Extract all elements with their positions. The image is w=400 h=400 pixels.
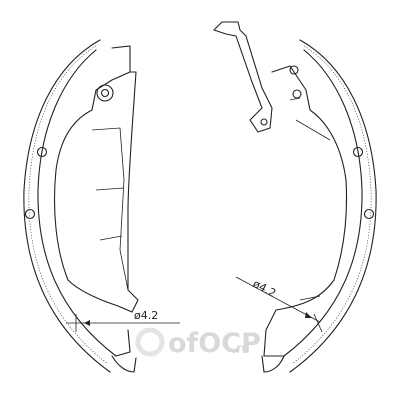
lever-pivot-hole	[260, 118, 268, 126]
right-lining-hatching	[291, 45, 372, 365]
left-dim-arrow	[84, 320, 90, 326]
right-spring-hole-upper	[352, 146, 364, 158]
right-upper-boss	[289, 65, 299, 75]
left-spring-hole-lower	[24, 208, 36, 220]
right-dim-arrow	[305, 312, 312, 318]
watermark-logo-icon	[135, 327, 165, 357]
right-hole-dimension: ø4.2	[235, 276, 323, 333]
left-shoe-bottom-tip	[111, 355, 137, 373]
left-shoe-rim-inner	[111, 45, 131, 357]
right-shoe-rim	[283, 49, 363, 357]
right-shoe-web	[263, 65, 348, 357]
right-mid-boss	[292, 89, 302, 99]
right-lining-outer-edge	[289, 39, 377, 373]
left-spring-hole-upper	[36, 146, 48, 158]
watermark: ofOCP .ru	[135, 327, 261, 359]
left-shoe-rim	[37, 49, 117, 357]
lever-outline	[213, 21, 273, 133]
left-pivot-boss	[96, 84, 114, 102]
left-pivot-hole	[100, 88, 110, 98]
watermark-domain: .ru	[232, 342, 250, 357]
left-lining-outer-edge	[23, 39, 111, 373]
right-spring-hole-lower	[363, 208, 375, 220]
left-shoe-web	[53, 71, 139, 313]
right-dim-tick	[313, 313, 323, 333]
watermark-name: ofOCP	[168, 328, 261, 359]
right-shoe-bottom-tip	[261, 355, 285, 373]
left-hole-dimension: ø4.2	[66, 309, 180, 332]
right-hole-diameter-label: ø4.2	[251, 277, 279, 300]
parking-brake-lever	[213, 21, 273, 133]
right-web-inner-line	[289, 97, 331, 301]
left-lining-hatching	[28, 45, 109, 365]
left-hole-diameter-label: ø4.2	[134, 309, 158, 322]
right-brake-shoe	[261, 39, 377, 373]
left-web-inner-line	[91, 127, 129, 291]
left-brake-shoe	[23, 39, 139, 373]
